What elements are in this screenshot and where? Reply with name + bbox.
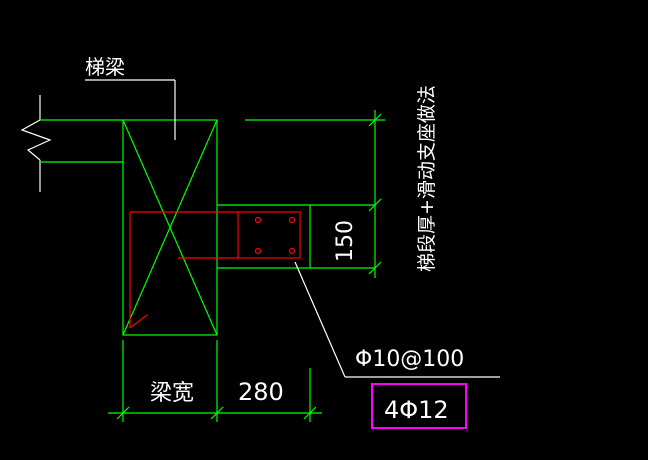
height-dimension [245, 110, 385, 278]
width-dimension [108, 340, 322, 422]
main-rebar-dots [254, 216, 296, 255]
hook-bar [129, 314, 148, 329]
beam-title-leader [85, 79, 176, 140]
beam-width-label-text: 梁宽 [150, 381, 194, 406]
stirrup-spec-text: Φ10@100 [355, 347, 464, 372]
rebar-group [129, 211, 301, 329]
height-value-text: 150 [333, 220, 358, 262]
width-value-text: 280 [238, 378, 284, 406]
stirrup-rebar [237, 211, 301, 259]
rebar-spec-leader [294, 261, 500, 378]
main-bar-highlight-box [371, 383, 467, 429]
wall-break-symbol [20, 95, 52, 192]
sliding-support-block [217, 204, 375, 269]
main-bar-spec-text: 4Φ12 [384, 396, 449, 424]
stair-beam-section [122, 119, 218, 336]
side-note-text: 梯段厚+滑动支座做法 [416, 85, 438, 272]
beam-title-text: 梯梁 [85, 55, 125, 79]
slab-lines [40, 119, 123, 163]
